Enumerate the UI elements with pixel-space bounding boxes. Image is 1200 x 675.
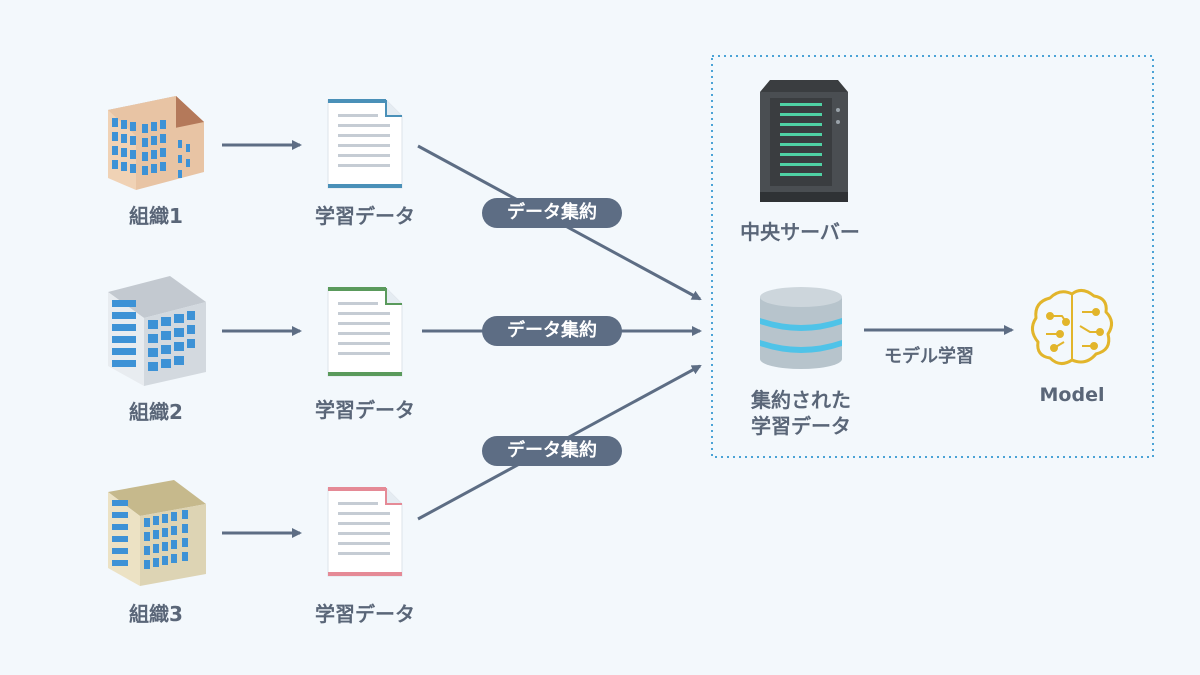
building-2-windows xyxy=(112,300,195,371)
data-label-1: 学習データ xyxy=(315,204,415,228)
db-label-line2: 学習データ xyxy=(751,414,851,438)
model-label: Model xyxy=(1039,384,1105,406)
training-label: モデル学習 xyxy=(884,346,974,367)
org-label-1: 組織1 xyxy=(129,204,183,228)
database-icon xyxy=(760,287,842,369)
aggregate-pill-3: データ集約 xyxy=(482,436,622,466)
server-label: 中央サーバー xyxy=(740,220,860,244)
document-icon-2 xyxy=(327,287,403,377)
org-label-3: 組織3 xyxy=(129,602,183,626)
data-label-2: 学習データ xyxy=(315,398,415,422)
document-icon-3 xyxy=(327,487,403,577)
aggregate-pill-1: データ集約 xyxy=(482,198,622,228)
central-region-border xyxy=(711,55,1154,458)
building-3-windows xyxy=(112,500,188,569)
document-icon-1 xyxy=(327,99,403,189)
db-label-line1: 集約された xyxy=(751,388,851,412)
server-icon xyxy=(760,80,848,202)
data-label-3: 学習データ xyxy=(315,602,415,626)
building-1-windows xyxy=(112,118,190,178)
aggregate-pill-2: データ集約 xyxy=(482,316,622,346)
org-label-2: 組織2 xyxy=(129,400,183,424)
model-brain-icon xyxy=(1031,289,1113,365)
